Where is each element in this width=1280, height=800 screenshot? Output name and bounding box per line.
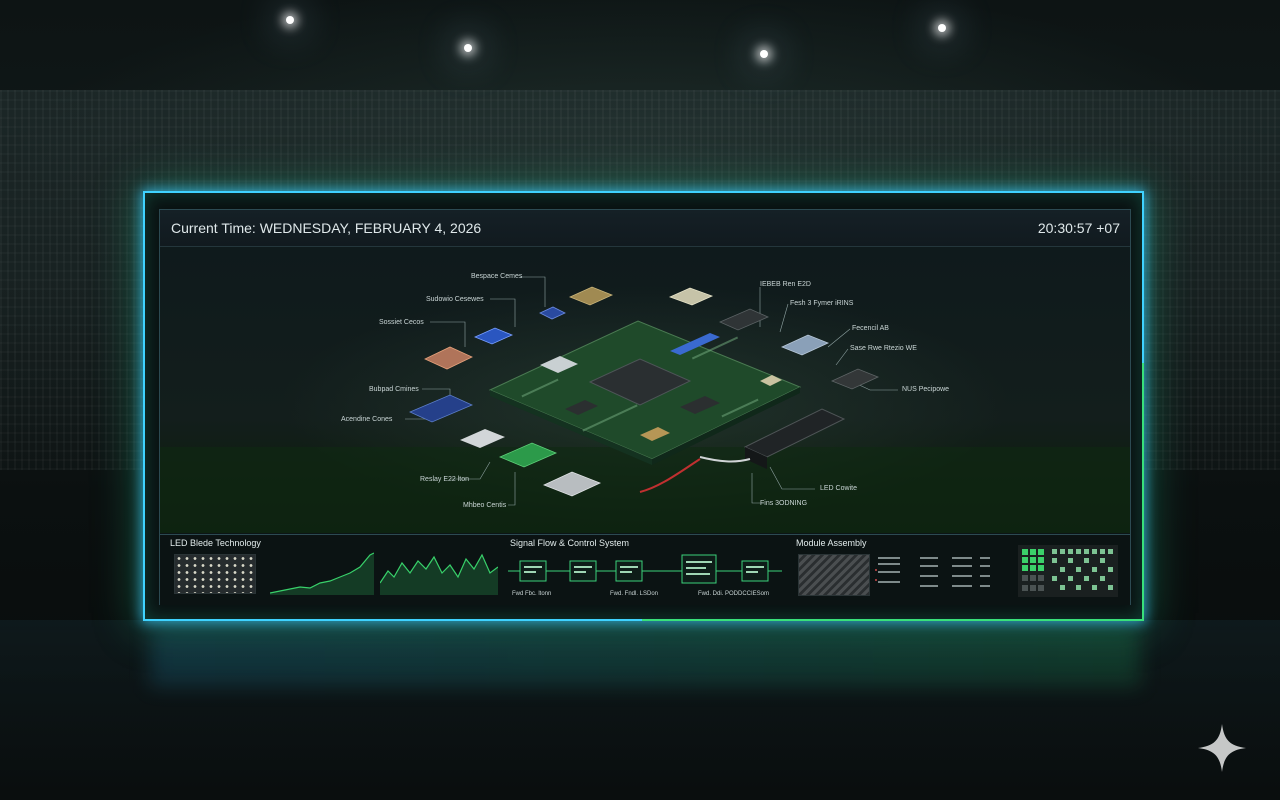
callout-label: Sase Rwe Rtezio WE	[850, 345, 917, 352]
pcb-edge	[490, 390, 652, 465]
chip-module	[539, 306, 566, 320]
blue-header	[670, 333, 720, 355]
flow-label: Fwd. Fndl. LSDon	[610, 591, 659, 597]
led-technology-title: LED Blede Technology	[170, 538, 261, 548]
floodlight	[464, 44, 472, 52]
floodlight	[760, 50, 768, 58]
metal-plate	[542, 471, 602, 497]
component-illustration	[160, 276, 1130, 533]
stadium-lights	[0, 0, 1280, 120]
assembly-photo-thumbnail	[798, 554, 870, 596]
flow-label: Fwd Fbc. ltonn	[512, 591, 552, 597]
cabinet-side	[745, 447, 767, 469]
callout-label: Sossiet Cecos	[379, 319, 424, 326]
plate-module	[460, 429, 505, 448]
leader-lines	[405, 276, 898, 506]
signal-flow-diagram	[508, 554, 782, 584]
chip-module	[568, 286, 614, 306]
time-bar: Current Time: WEDNESDAY, FEBRUARY 4, 202…	[160, 210, 1130, 247]
led-cabinet-module	[743, 408, 846, 458]
module-assembly-title: Module Assembly	[796, 538, 867, 548]
callout-label: Fecencil AB	[852, 325, 889, 332]
capacitor	[640, 427, 670, 441]
memory-chip	[565, 400, 598, 415]
chip-module	[424, 346, 473, 370]
callout-label: Reslay E22 lton	[420, 476, 470, 483]
chip-module	[780, 334, 830, 356]
led-grid-thumbnail	[174, 554, 256, 594]
cable	[699, 456, 751, 463]
main-processor-chip	[588, 358, 692, 406]
led-matrix-preview	[1018, 545, 1118, 597]
callout-label: Sudowio Cesewes	[426, 296, 484, 303]
memory-chip	[680, 396, 720, 414]
callout-label: Acendine Cones	[341, 416, 393, 423]
pcb-traces	[521, 336, 759, 432]
floodlight	[938, 24, 946, 32]
floodlight	[286, 16, 294, 24]
led-display-screen: Current Time: WEDNESDAY, FEBRUARY 4, 202…	[143, 191, 1144, 621]
info-strip: LED Blede Technology Signal Flow & Contr…	[160, 534, 1130, 605]
clock-readout: 20:30:57 +07	[1037, 220, 1120, 236]
power-module	[830, 368, 880, 390]
trend-chart	[380, 553, 498, 595]
sparkle-icon	[1198, 724, 1246, 772]
trend-chart	[270, 552, 374, 595]
exploded-component-view: Bespace Cemes Sudowio Cesewes Sossiet Ce…	[160, 247, 1130, 533]
pcb-edge	[652, 387, 800, 465]
callout-label: LED Cowite	[820, 485, 857, 492]
callout-label: IEBEB Ren E2D	[760, 281, 811, 288]
green-board-module	[498, 442, 558, 468]
callout-label: NUS Pecipowe	[902, 386, 950, 393]
chip-module	[473, 327, 514, 345]
connector-module	[540, 356, 578, 373]
cable	[639, 458, 701, 493]
callout-label: Fesh 3 Fymer iRINS	[790, 300, 854, 307]
floor-reflection	[150, 626, 1140, 686]
connector	[760, 375, 782, 386]
callout-label: Fins 3ODNING	[760, 500, 808, 507]
power-module	[719, 308, 769, 331]
callout-label: Bespace Cemes	[471, 273, 523, 280]
assembly-spec-list	[875, 557, 990, 587]
display-panel: Current Time: WEDNESDAY, FEBRUARY 4, 202…	[159, 209, 1131, 605]
led-strip-module	[409, 394, 473, 423]
signal-flow-title: Signal Flow & Control System	[510, 538, 630, 548]
callout-label: Mhbeo Centis	[463, 502, 507, 509]
chip-module	[668, 287, 714, 306]
current-time-label: Current Time: WEDNESDAY, FEBRUARY 4, 202…	[171, 220, 482, 236]
flow-label: Fwd. Ddi. PODDCCIESom	[698, 591, 770, 597]
arena-floor	[0, 620, 1280, 800]
callout-label: Bubpad Cmines	[369, 386, 419, 393]
